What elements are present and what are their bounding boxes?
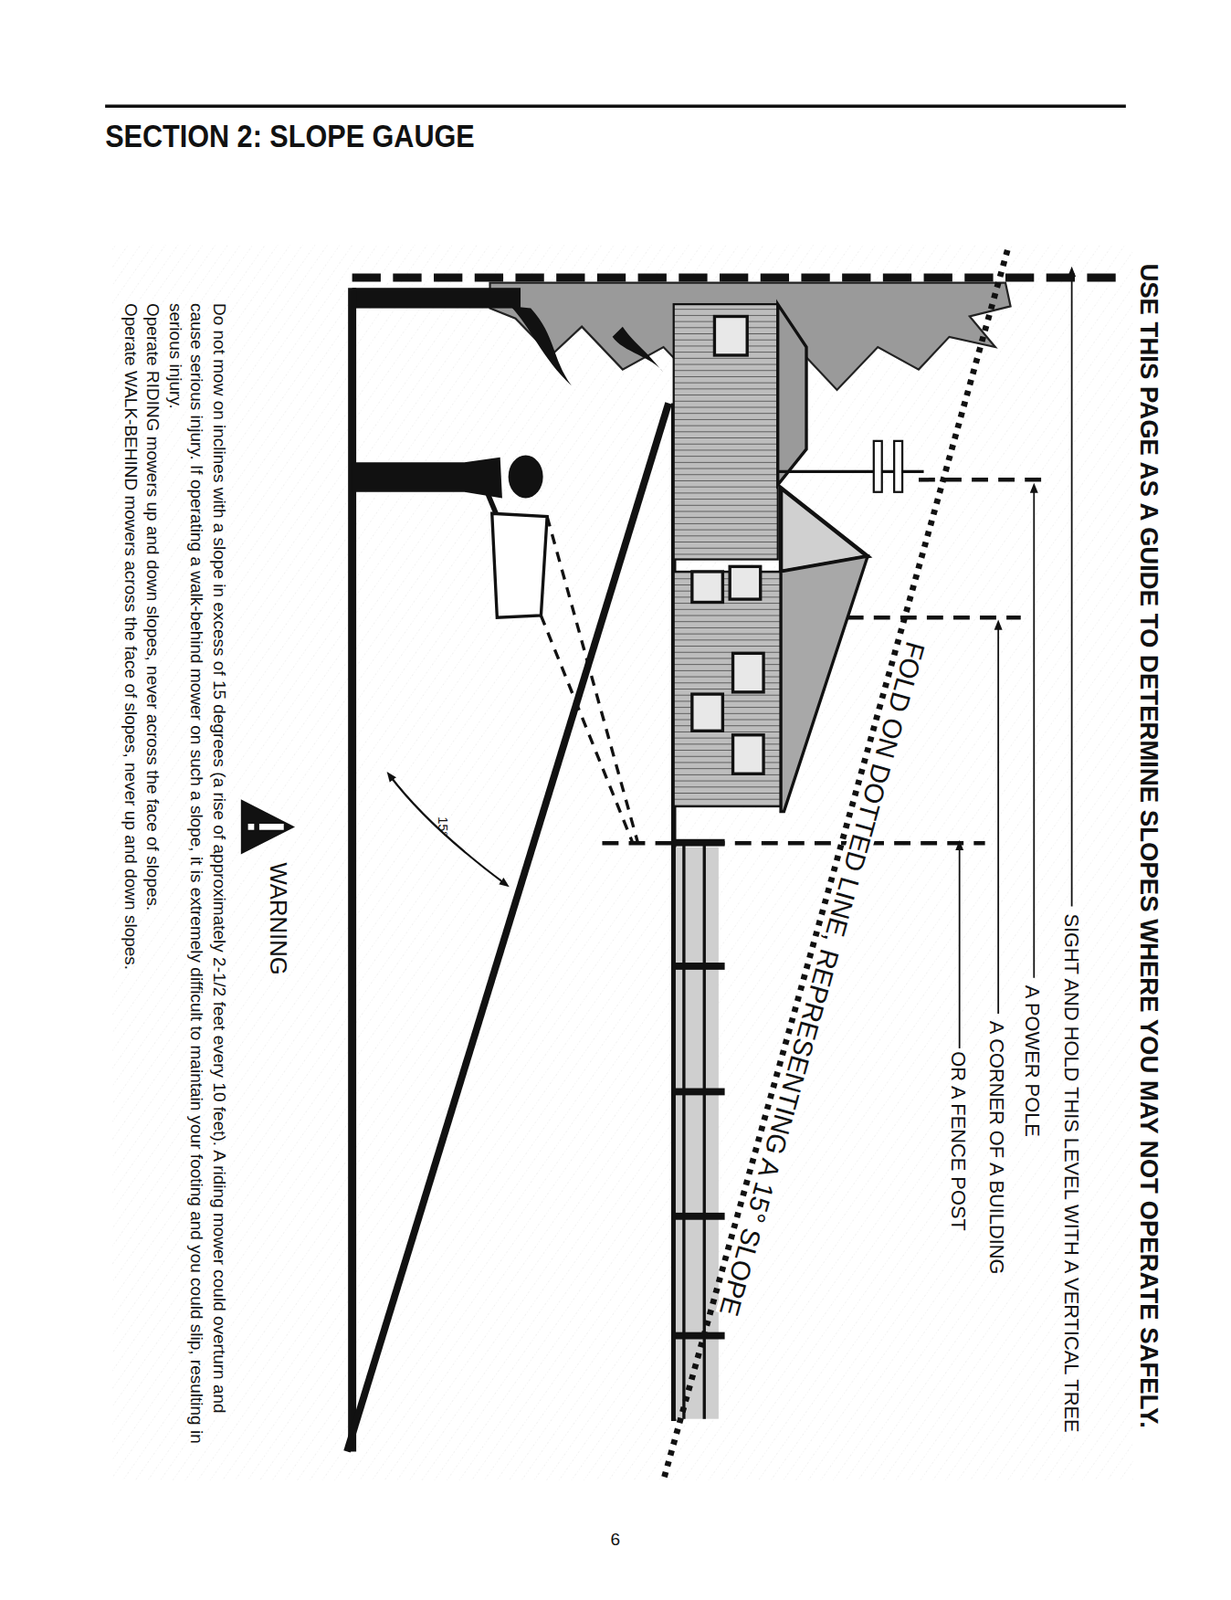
house-roof: [780, 556, 868, 811]
window: [692, 694, 724, 731]
pole-crossbar: [894, 441, 903, 493]
warning-text: Do not mow on inclines with a slope in e…: [163, 303, 230, 1455]
warning-block: Do not mow on inclines with a slope in e…: [119, 303, 230, 1455]
house-wall: [673, 304, 779, 559]
house-gable: [778, 304, 807, 485]
level-label: OR A FENCE POST: [947, 1051, 968, 1231]
warning-mark: [248, 823, 255, 831]
held-page: [492, 513, 548, 618]
window: [729, 566, 761, 600]
person-head: [508, 455, 544, 499]
background-hatch: [112, 244, 1134, 1480]
level-label: A CORNER OF A BUILDING: [986, 1020, 1007, 1275]
sight-dashes: [601, 479, 1052, 843]
warning-triangle: [241, 799, 295, 854]
pole-crossbar: [873, 441, 883, 493]
warning-text: Operate RIDING mowers up and down slopes…: [141, 303, 164, 1455]
warning-mark: [259, 823, 285, 831]
window: [733, 652, 765, 692]
section-title: SECTION 2: SLOPE GAUGE: [105, 120, 475, 153]
angle-arc: [389, 775, 506, 884]
house-wall: [673, 571, 781, 807]
angle-label: 15°: [435, 816, 450, 837]
sight-lines: [540, 516, 638, 844]
sloped-ground: [347, 403, 669, 1452]
window: [733, 735, 765, 774]
warning-heading: WARNING: [266, 862, 291, 975]
level-arrows: [959, 271, 1073, 1049]
tree-trunk: [352, 287, 521, 308]
header-rule: [105, 105, 1126, 108]
level-label: A POWER POLE: [1021, 985, 1042, 1137]
page-number: 6: [610, 1531, 621, 1549]
window: [714, 316, 748, 356]
page-instruction: USE THIS PAGE AS A GUIDE TO DETERMINE SL…: [1135, 263, 1161, 1429]
window: [692, 571, 724, 603]
person-body: [352, 457, 503, 499]
warning-text: Operate WALK-BEHIND mowers across the fa…: [119, 303, 142, 1455]
fence-posts: [673, 839, 726, 1340]
tree-branches: [510, 305, 664, 386]
fold-line: [663, 250, 1009, 1481]
level-label: SIGHT AND HOLD THIS LEVEL WITH A VERTICA…: [1061, 913, 1082, 1432]
